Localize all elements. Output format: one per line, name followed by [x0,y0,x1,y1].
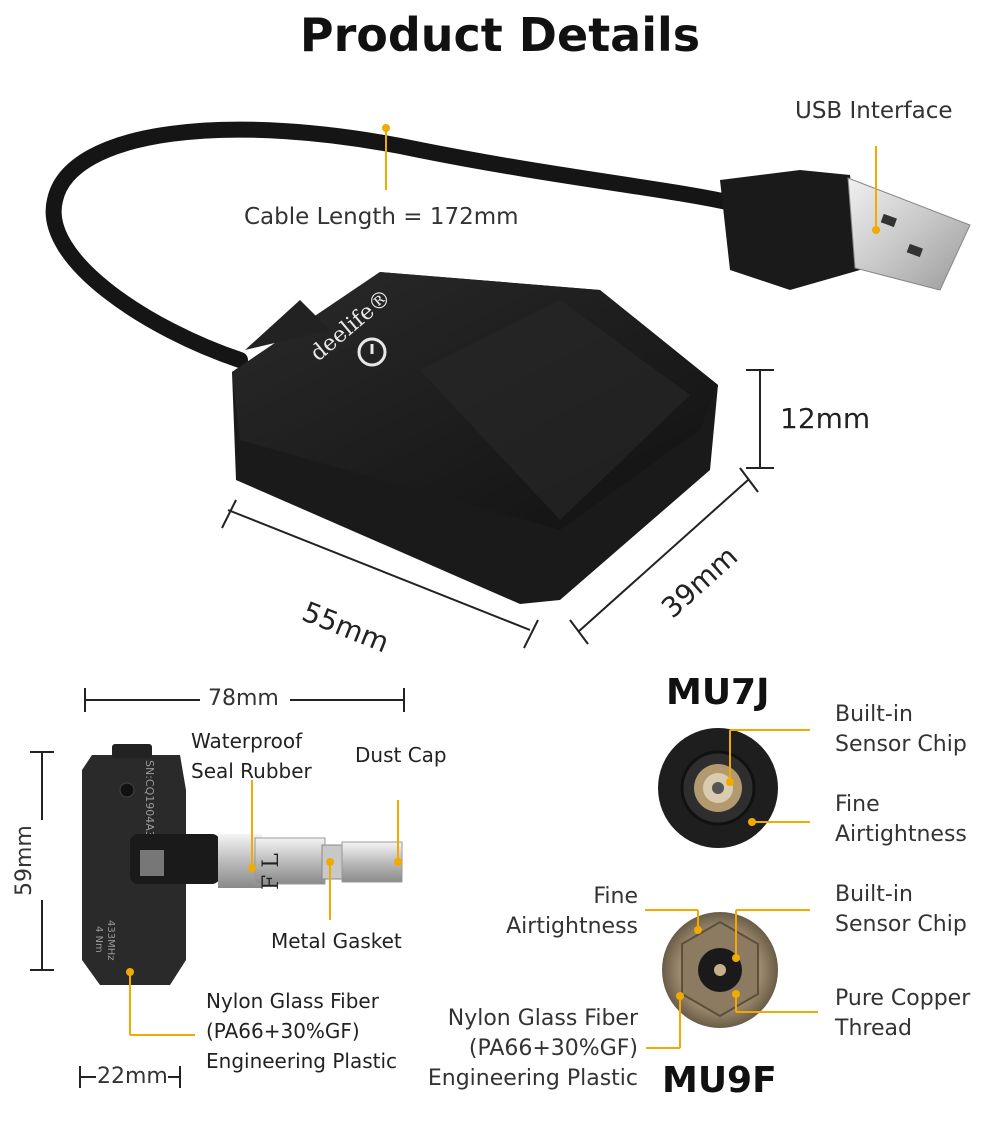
svg-text:SN:CQ1904A3V5: SN:CQ1904A3V5 [143,760,156,852]
mu7j-connector [658,728,810,848]
mu9f-copper-label: Pure Copper Thread [835,986,971,1041]
mu7j-title: MU7J [666,672,770,713]
logo-icon [357,337,387,367]
sensor-nylon-label: Nylon Glass Fiber (PA66+30%GF) Engineeri… [206,989,398,1073]
svg-text:F L: F L [259,853,284,890]
usb-connector [847,177,971,291]
mu9f-airtight-label: Fine Airtightness [506,884,638,939]
cable-length-label: Cable Length = 172mm [244,204,519,230]
page-title: Product Details [299,8,701,62]
mu9f-connector [645,909,818,1049]
tpms-sensor: SN:CQ1904A3V5 433MHz 4 Nm F L [30,688,405,1088]
mu7j-chip-label: Built-in Sensor Chip [835,702,967,757]
usb-plug [720,170,860,290]
valve-stem [254,837,326,885]
sensor-base-dimension: 22mm [97,1064,168,1089]
mu9f-title: MU9F [662,1060,777,1101]
usb-cable [45,121,748,368]
metal-gasket-label: Metal Gasket [271,929,402,953]
height-dimension: 12mm [780,402,871,435]
mu7j-airtight-label: Fine Airtightness [835,792,967,847]
receiver-callouts [221,124,880,649]
svg-text:4 Nm: 4 Nm [93,926,104,953]
mu9f-nylon-label: Nylon Glass Fiber (PA66+30%GF) Engineeri… [427,1006,638,1091]
dust-cap [341,841,403,883]
mu9f-chip-label: Built-in Sensor Chip [835,882,967,937]
usb-interface-label: USB Interface [795,98,953,124]
usb-receiver: deelife® [45,121,971,604]
dust-cap-label: Dust Cap [355,743,447,767]
sensor-width-dimension: 78mm [208,686,279,711]
sensor-height-dimension: 59mm [12,825,37,896]
waterproof-label: Waterproof Seal Rubber [191,729,312,783]
svg-text:433MHz: 433MHz [105,920,116,960]
